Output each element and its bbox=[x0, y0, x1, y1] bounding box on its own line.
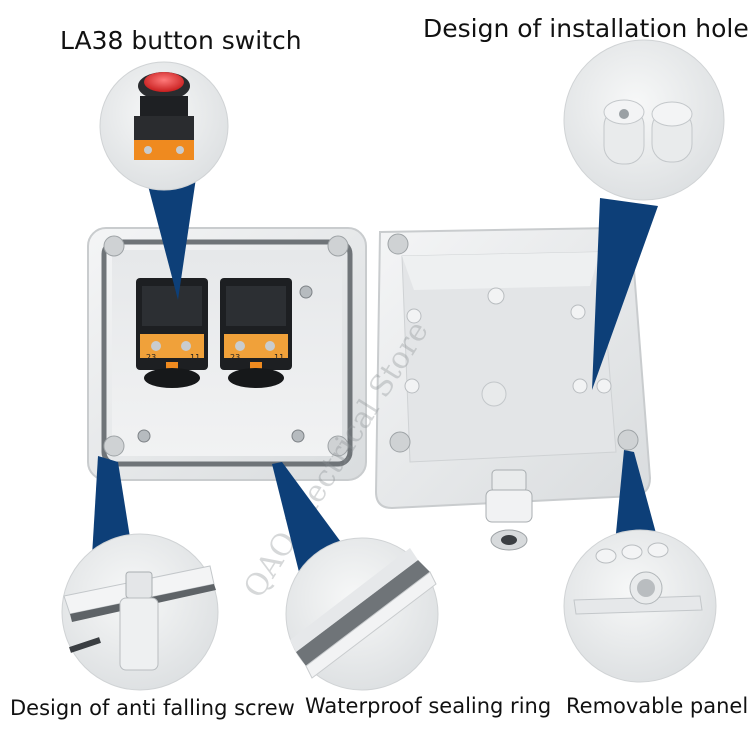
terminal-label: 11 bbox=[190, 353, 200, 362]
caption-removable-panel: Removable panel bbox=[566, 694, 749, 718]
caption-waterproof-sealing-ring: Waterproof sealing ring bbox=[305, 694, 552, 718]
detail-bubble-holes bbox=[563, 39, 725, 201]
open-box bbox=[374, 226, 652, 551]
caption-anti-falling-screw: Design of anti falling screw bbox=[10, 696, 295, 720]
corner-hole bbox=[389, 431, 411, 453]
button-switch-2: 23 11 bbox=[220, 278, 292, 388]
mounting-post bbox=[404, 287, 612, 407]
cable-gland bbox=[485, 469, 533, 551]
terminal-label: 23 bbox=[146, 353, 156, 362]
switch-lid: 23 11 23 11 bbox=[87, 227, 367, 481]
caption-installation-hole: Design of installation hole bbox=[423, 14, 749, 43]
caption-la38-button-switch: LA38 button switch bbox=[60, 26, 302, 55]
terminal-label: 23 bbox=[230, 353, 240, 362]
corner-hole bbox=[327, 235, 349, 257]
detail-bubble-panel bbox=[563, 529, 717, 683]
corner-hole bbox=[103, 435, 125, 457]
corner-hole bbox=[327, 435, 349, 457]
corner-hole bbox=[103, 235, 125, 257]
button-switch-1: 23 11 bbox=[136, 278, 208, 388]
detail-bubble-ring bbox=[285, 537, 439, 691]
detail-bubble-screw bbox=[61, 533, 219, 691]
corner-hole bbox=[387, 233, 409, 255]
corner-hole bbox=[617, 429, 639, 451]
terminal-label: 11 bbox=[274, 353, 284, 362]
detail-bubble-switch bbox=[99, 61, 229, 191]
